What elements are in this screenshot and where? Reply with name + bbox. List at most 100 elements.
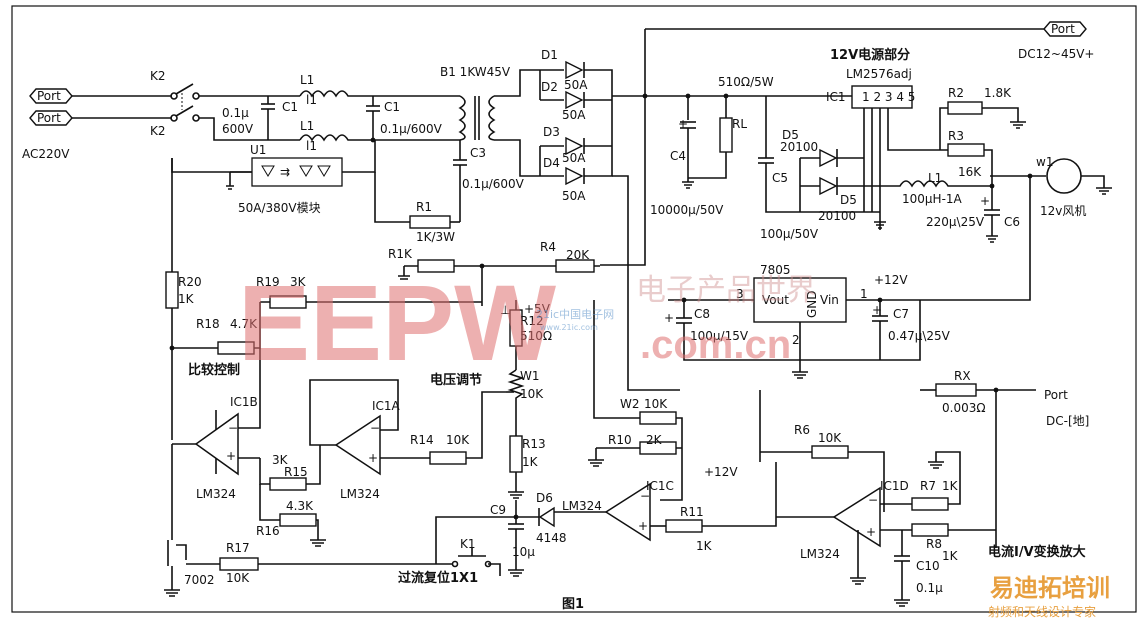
logo-sub-watermark: 射频和天线设计专家 (988, 604, 1096, 619)
ic1b-plus: + (226, 449, 236, 463)
r6-resistor (811, 445, 849, 459)
control-section: R1K R4 20K R19 3K R20 1K R18 4.7K 比较控制 −… (164, 158, 600, 597)
c5-wires (765, 120, 880, 213)
d6-label: D6 (536, 491, 553, 505)
l1-psu-coil (864, 180, 990, 188)
k1-contact-a (451, 560, 459, 568)
c8-wires (683, 300, 921, 361)
iv-amp-label: 电流I/V变换放大 (988, 544, 1086, 560)
r17-value: 10K (226, 571, 250, 585)
r3-wires (940, 149, 993, 186)
r7-resistor (911, 497, 949, 511)
r16-wires (259, 484, 326, 547)
ac-input-label: AC220V (22, 147, 70, 161)
k2-top-blade (175, 83, 194, 95)
d2-label: D2 (541, 80, 558, 94)
r1-label: R1 (416, 200, 432, 214)
r3-label: R3 (948, 129, 964, 143)
c3-label: C3 (470, 146, 486, 160)
psu12-title: 12V电源部分 (830, 47, 910, 63)
ic1d-minus: − (868, 493, 878, 507)
r1-resistor (409, 215, 451, 229)
k1-reset-button[interactable] (436, 548, 501, 576)
r11-value: 1K (696, 539, 713, 553)
k1-label: K1 (460, 537, 476, 551)
lm2576-in-wire (765, 95, 852, 120)
fan-feed-wire (910, 176, 1031, 301)
r6-value: 10K (818, 431, 842, 445)
port-dc-gnd-label: Port (1044, 388, 1068, 402)
mosfet-7002-icon (167, 540, 187, 566)
reset-label: 过流复位1X1 (398, 570, 478, 586)
r20-resistor (165, 271, 179, 309)
ic1b-wires (172, 348, 261, 459)
rectifier-in-wires (540, 69, 564, 177)
rx-shunt (935, 383, 977, 397)
ic1b-minus: − (228, 421, 238, 435)
reg-gnd: GND (805, 290, 819, 318)
c6-ground (986, 186, 998, 243)
r13-label: R13 (522, 437, 546, 451)
ssr-led-icon (261, 165, 275, 177)
k2-top-contact-b (192, 92, 200, 100)
l1b-coil (299, 134, 460, 142)
figure-caption: 图1 (562, 597, 584, 612)
ic1a-minus: − (370, 421, 380, 435)
r15-value: 3K (272, 453, 289, 467)
k2-top-contact (170, 92, 178, 100)
u1-label: U1 (250, 143, 266, 157)
d5a-part: 20100 (780, 140, 818, 154)
r10-value: 2K (646, 433, 663, 447)
r8-value: 1K (942, 549, 959, 563)
ic1c-label: IC1C (646, 479, 674, 493)
lm2576-body (851, 85, 913, 109)
c5-value: 100μ/50V (760, 227, 819, 241)
l1-psu-value: 100μH-1A (902, 192, 963, 206)
transformer-out-wires (494, 69, 540, 177)
cn-brand-watermark: 电子产品世界 (636, 273, 816, 308)
r16-resistor (279, 513, 317, 527)
c5-label: C5 (772, 171, 788, 185)
r11-resistor (665, 519, 703, 533)
rx-label: RX (954, 369, 971, 383)
c9-label: C9 (490, 503, 506, 517)
dc-bus-wire-b (645, 95, 766, 120)
ssr-triac-icon-b (317, 165, 331, 177)
ssr-in-wire (171, 158, 252, 173)
r2-resistor (947, 101, 983, 115)
r17-resistor (219, 557, 259, 571)
r12-plus5-tick: ⊥ (500, 303, 510, 317)
r18-value: 4.7K (230, 317, 258, 331)
r15-label: R15 (284, 465, 308, 479)
transformer-primary (458, 95, 466, 141)
d3-label: D3 (543, 125, 560, 139)
r20-label: R20 (178, 275, 202, 289)
c1b-value: 0.1μ/600V (380, 122, 443, 136)
port-dc-out-label: Port (1051, 22, 1075, 36)
ic1c-minus: − (640, 489, 650, 503)
psu12-ic-label: IC1 (826, 90, 846, 104)
ic1c-opamp (604, 482, 651, 542)
r20-value: 1K (178, 292, 195, 306)
reg-pin1: 1 (860, 287, 868, 301)
junction-dot (169, 345, 175, 351)
port-dc-out (1043, 21, 1087, 37)
r11-label: R11 (680, 505, 704, 519)
fan-desc: 12v风机 (1040, 204, 1086, 218)
logo-watermark: 易迪拓培训 (990, 574, 1110, 602)
junction-dot (993, 387, 999, 393)
ssr-desc: 50A/380V模块 (238, 201, 321, 215)
reg-part: 7805 (760, 263, 791, 277)
ic1c-plus: + (638, 519, 648, 533)
w2-wire (593, 300, 640, 419)
c7-plus: + (872, 303, 882, 317)
r2-label: R2 (948, 86, 964, 100)
c6-plus: + (980, 194, 990, 208)
r8-label: R8 (926, 537, 942, 551)
ssr-triac-icon (299, 165, 313, 177)
d1-rating: 50A (564, 78, 588, 92)
l1-psu-label: L1 (928, 171, 942, 185)
reg-pin2: 2 (792, 333, 800, 347)
rx-wires (759, 389, 1036, 548)
diode-d4 (565, 166, 585, 186)
